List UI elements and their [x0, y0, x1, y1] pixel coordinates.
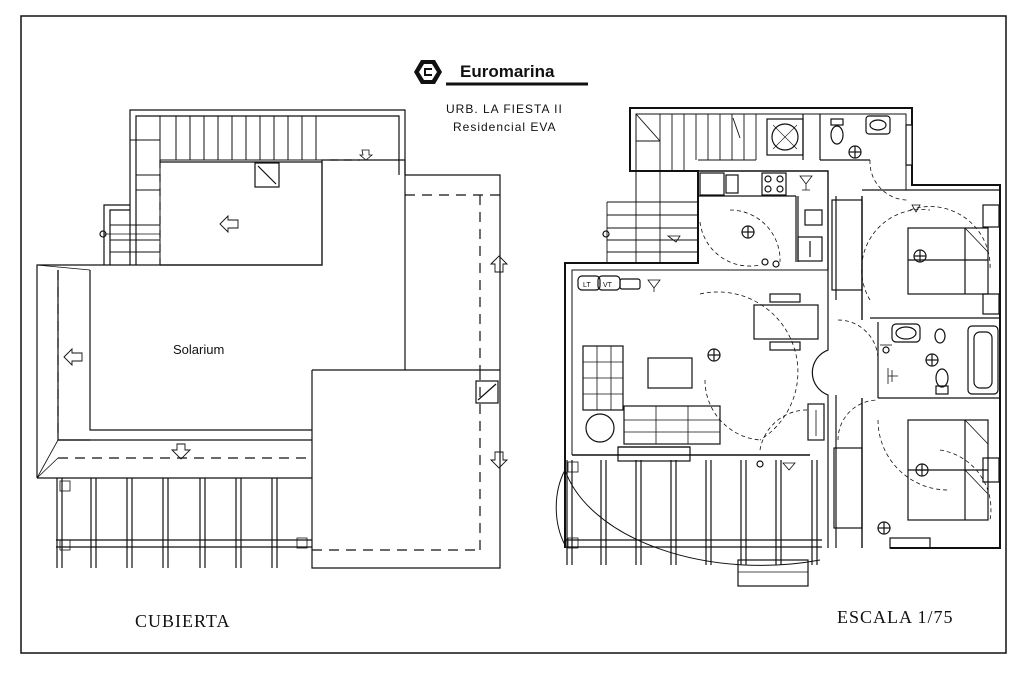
project-residence: Residencial EVA: [453, 120, 557, 134]
solarium-label: Solarium: [173, 342, 224, 357]
project-urbanization: URB. LA FIESTA II: [446, 102, 563, 116]
ground-floor-plan: [555, 107, 1001, 587]
euromarina-logo-icon: [414, 60, 588, 86]
scale-label: ESCALA 1/75: [837, 607, 954, 627]
brand-name: Euromarina: [460, 62, 555, 81]
roof-plan-caption: CUBIERTA: [135, 611, 230, 631]
appliance-label-lt: LT: [583, 282, 591, 289]
roof-plan: [36, 109, 509, 569]
appliance-label-vt: VT: [603, 282, 613, 289]
sheet-border: [20, 15, 1007, 654]
